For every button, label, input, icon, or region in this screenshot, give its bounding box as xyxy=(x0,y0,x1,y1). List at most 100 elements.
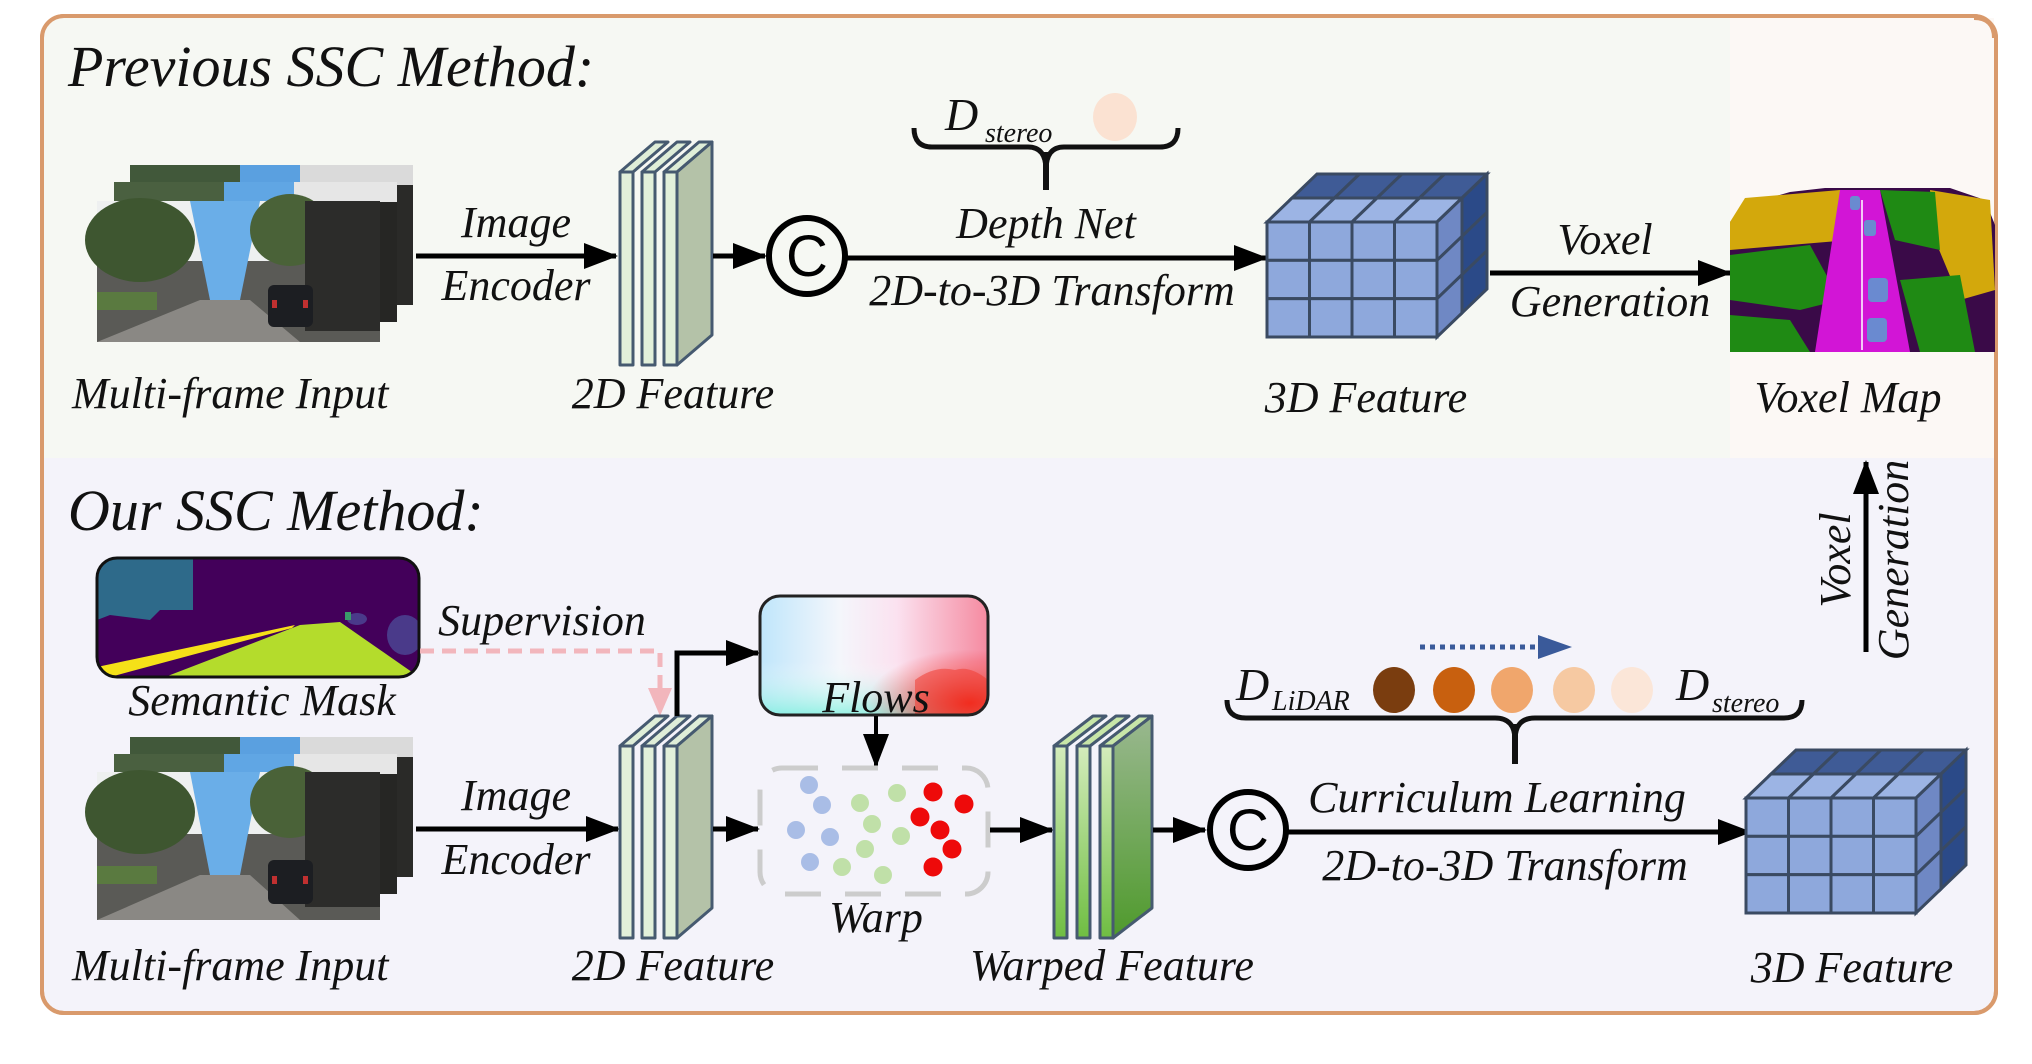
warp-dots xyxy=(787,776,974,884)
warp-dot-red xyxy=(942,839,962,859)
voxel-front-face xyxy=(1265,220,1311,262)
stereo-depth-symbol: D xyxy=(1675,659,1709,710)
top-transform-label: 2D-to-3D Transform xyxy=(869,266,1235,315)
voxel-front-face xyxy=(1350,297,1396,339)
warp-dot-blue xyxy=(800,776,818,794)
voxel-map-caption: Voxel Map xyxy=(1755,373,1942,422)
voxel-front-face xyxy=(1787,873,1833,915)
voxel-front-face xyxy=(1393,220,1439,262)
voxel-front-face xyxy=(1872,873,1918,915)
voxel-front-face xyxy=(1787,834,1833,877)
semantic-mask-image xyxy=(95,556,421,679)
bottom-multi-frame-input-image xyxy=(85,737,413,920)
warp-dot-green xyxy=(863,815,881,833)
stereo-depth-dot xyxy=(1093,93,1137,141)
bottom-panel: Our SSC Method: Semantic Mask Supervisio… xyxy=(68,460,1970,992)
voxel-front-face xyxy=(1829,873,1875,915)
flows-image xyxy=(758,594,990,717)
bottom-input-caption: Multi-frame Input xyxy=(71,941,390,990)
warp-dot-blue xyxy=(787,821,805,839)
warp-dot-green xyxy=(892,827,910,845)
depth-dots xyxy=(1373,667,1653,713)
voxel-front-face xyxy=(1308,258,1354,301)
warp-dot-green xyxy=(874,866,892,884)
depth-gradient-dot xyxy=(1491,667,1533,713)
voxel-map-image xyxy=(1730,188,1995,352)
bottom-3d-feature-caption: 3D Feature xyxy=(1750,943,1953,992)
depth-gradient-dot xyxy=(1553,667,1595,713)
supervision-label: Supervision xyxy=(438,596,646,645)
top-2d-feature-stack xyxy=(618,140,714,367)
stereo-depth-subscript: stereo xyxy=(1712,688,1779,719)
voxel-front-face xyxy=(1872,834,1918,877)
warp-dot-blue xyxy=(801,853,819,871)
top-input-caption: Multi-frame Input xyxy=(71,369,390,418)
top-panel: Previous SSC Method: xyxy=(67,34,1995,422)
top-2d-feature-caption: 2D Feature xyxy=(572,369,774,418)
voxel-front-face xyxy=(1265,297,1311,339)
voxel-front-face xyxy=(1393,297,1439,339)
semantic-mask-caption: Semantic Mask xyxy=(128,676,397,725)
warp-label: Warp xyxy=(829,893,923,942)
svg-text:C: C xyxy=(786,224,828,289)
warped-feature-stack xyxy=(1052,714,1154,940)
top-encoder-label-2: Encoder xyxy=(440,261,591,310)
bottom-encoder-label-1: Image xyxy=(460,771,571,820)
svg-text:C: C xyxy=(1227,798,1269,863)
voxel-front-face xyxy=(1350,220,1396,262)
voxel-front-face xyxy=(1308,297,1354,339)
voxel-front-face xyxy=(1265,258,1311,301)
top-voxelgen-label-2: Generation xyxy=(1510,277,1710,326)
feature-to-flows-arrow xyxy=(674,640,760,716)
warp-dot-red xyxy=(923,857,943,877)
bottom-2d-feature-stack xyxy=(618,714,714,940)
frame-front xyxy=(85,194,380,342)
warp-dot-green xyxy=(888,784,906,802)
voxel-front-face xyxy=(1829,834,1875,877)
bottom-3d-feature-cube xyxy=(1742,746,1970,917)
warp-dot-green xyxy=(851,794,869,812)
depth-gradient-dot xyxy=(1373,667,1415,713)
depth-gradient-dot xyxy=(1611,667,1653,713)
curriculum-depth-brace: D LiDAR D stereo xyxy=(1224,635,1805,764)
voxel-front-face xyxy=(1829,796,1875,838)
voxel-front-face xyxy=(1350,258,1396,301)
top-depth-brace: D stereo xyxy=(911,89,1181,190)
supervision-arrowhead xyxy=(648,688,672,716)
supervision-dashed-arrow xyxy=(420,648,663,690)
curriculum-learning-label: Curriculum Learning xyxy=(1308,773,1686,822)
voxel-front-face xyxy=(1393,258,1439,301)
warp-dot-red xyxy=(954,794,974,814)
top-voxelgen-label-1: Voxel xyxy=(1557,215,1652,264)
warp-dot-red xyxy=(930,820,950,840)
warp-dot-green xyxy=(856,840,874,858)
flows-label: Flows xyxy=(821,673,930,722)
top-3d-feature-cube xyxy=(1263,170,1491,341)
top-encoder-label-1: Image xyxy=(460,198,571,247)
top-depth-subscript: stereo xyxy=(985,118,1052,149)
bottom-voxelgen-label-2: Generation xyxy=(1869,460,1918,660)
voxel-front-face xyxy=(1872,796,1918,838)
bottom-concat-icon: C xyxy=(1207,789,1289,871)
warp-box xyxy=(757,765,991,897)
bottom-transform-label: 2D-to-3D Transform xyxy=(1322,841,1688,890)
bottom-panel-title: Our SSC Method: xyxy=(68,478,484,543)
bottom-2d-feature-caption: 2D Feature xyxy=(572,941,774,990)
top-depth-symbol: D xyxy=(944,89,978,140)
voxel-front-face xyxy=(1744,873,1790,915)
warp-dot-blue xyxy=(821,828,839,846)
warp-dot-red xyxy=(910,807,930,827)
warp-dot-blue xyxy=(813,796,831,814)
bottom-voxelgen-label-1: Voxel xyxy=(1811,512,1860,607)
warp-dot-green xyxy=(833,858,851,876)
depth-gradient-dot xyxy=(1433,667,1475,713)
top-3d-feature-caption: 3D Feature xyxy=(1264,373,1467,422)
warp-dot-red xyxy=(923,782,943,802)
multi-frame-input-image xyxy=(85,165,413,342)
warped-feature-caption: Warped Feature xyxy=(970,941,1254,990)
voxel-front-face xyxy=(1744,834,1790,877)
voxel-front-face xyxy=(1787,796,1833,838)
top-concat-icon: C xyxy=(766,215,848,297)
lidar-depth-symbol: D xyxy=(1235,659,1269,710)
